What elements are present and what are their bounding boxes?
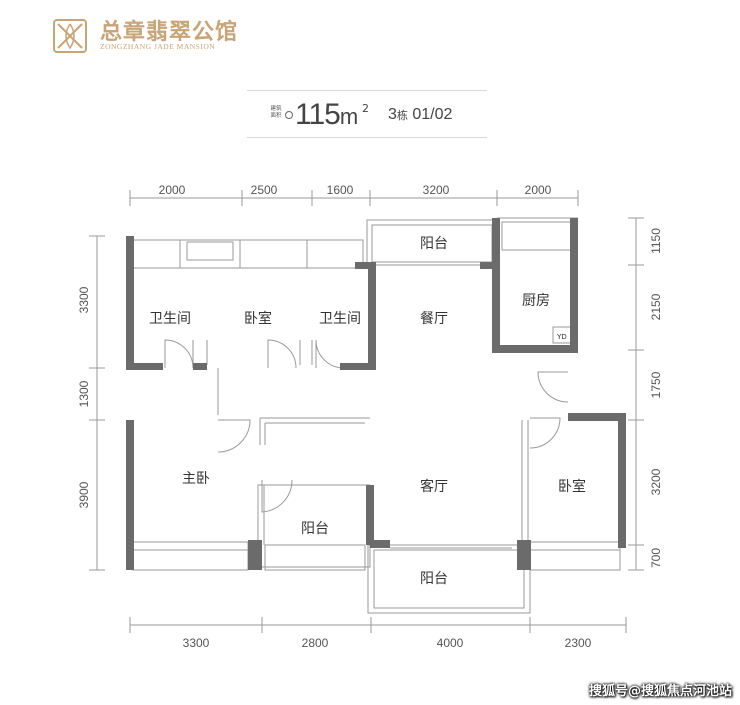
dim-bottom-4: 2300 (565, 636, 592, 650)
room-balcony-bottom: 阳台 (420, 571, 448, 587)
dim-top-4: 3200 (423, 183, 450, 197)
dimension-labels-bottom: 3300 2800 4000 2300 (183, 636, 592, 650)
dim-right-5: 700 (649, 548, 663, 568)
unit-numbers: 01/02 (412, 106, 453, 123)
brand-name-english: ZONGZHANG JADE MANSION (100, 42, 216, 51)
room-balcony-top: 阳台 (420, 236, 448, 252)
badge-dot-icon (285, 111, 293, 119)
dim-bottom-2: 2800 (302, 636, 329, 650)
brand-logo-icon (53, 19, 87, 53)
room-balcony-small: 阳台 (301, 521, 329, 537)
room-bedroom-right: 卧室 (558, 478, 586, 495)
dim-bottom-3: 4000 (437, 636, 464, 650)
dim-right-2: 2150 (649, 293, 663, 320)
dim-left-2: 1300 (77, 380, 91, 407)
unit-area: 115m (295, 98, 358, 132)
dim-right-3: 1750 (649, 371, 663, 398)
dim-right-1: 1150 (649, 228, 663, 254)
room-bath-2: 卫生间 (319, 311, 361, 327)
room-bedroom-top: 卧室 (244, 310, 272, 327)
dimension-lines (89, 190, 644, 633)
dim-top-2: 2500 (251, 183, 278, 197)
unit-title-bar (247, 90, 487, 138)
dimension-labels-top: 2000 2500 1600 3200 2000 (159, 183, 552, 197)
dim-top-5: 2000 (525, 183, 552, 197)
room-master-bedroom: 主卧 (182, 471, 210, 487)
dim-left-1: 3300 (77, 286, 91, 313)
dim-bottom-1: 3300 (183, 636, 210, 650)
dim-left-3: 3900 (77, 481, 91, 508)
area-number: 115 (295, 98, 341, 131)
dimension-labels-right: 1150 2150 1750 3200 700 (649, 228, 663, 568)
dim-top-3: 1600 (327, 183, 354, 197)
area-badge: 建筑面积 (270, 106, 282, 119)
room-dining: 餐厅 (420, 311, 448, 327)
dim-top-1: 2000 (159, 183, 186, 197)
area-unit-superscript: 2 (362, 102, 369, 115)
door-swings (164, 339, 569, 513)
dim-right-4: 3200 (649, 468, 663, 495)
room-kitchen: 厨房 (522, 293, 550, 309)
room-bath-1: 卫生间 (149, 311, 191, 327)
dimension-labels-left: 3300 1300 3900 (77, 286, 91, 508)
room-living: 客厅 (420, 478, 448, 495)
thick-walls (126, 218, 626, 570)
watermark: 搜狐号@搜狐焦点河池站 (588, 684, 732, 699)
area-unit: m (339, 104, 358, 129)
building-info: 3栋 01/02 (388, 106, 452, 124)
brand-name: 总章翡翠公馆 (100, 19, 239, 45)
building-suffix: 栋 (396, 110, 408, 122)
room-labels: 卫生间 卧室 卫生间 餐厅 阳台 厨房 YD 主卧 客厅 卧室 阳台 阳台 (149, 236, 586, 587)
building-number: 3 (388, 106, 397, 123)
room-yd: YD (556, 333, 567, 341)
thin-outlines (132, 217, 621, 614)
